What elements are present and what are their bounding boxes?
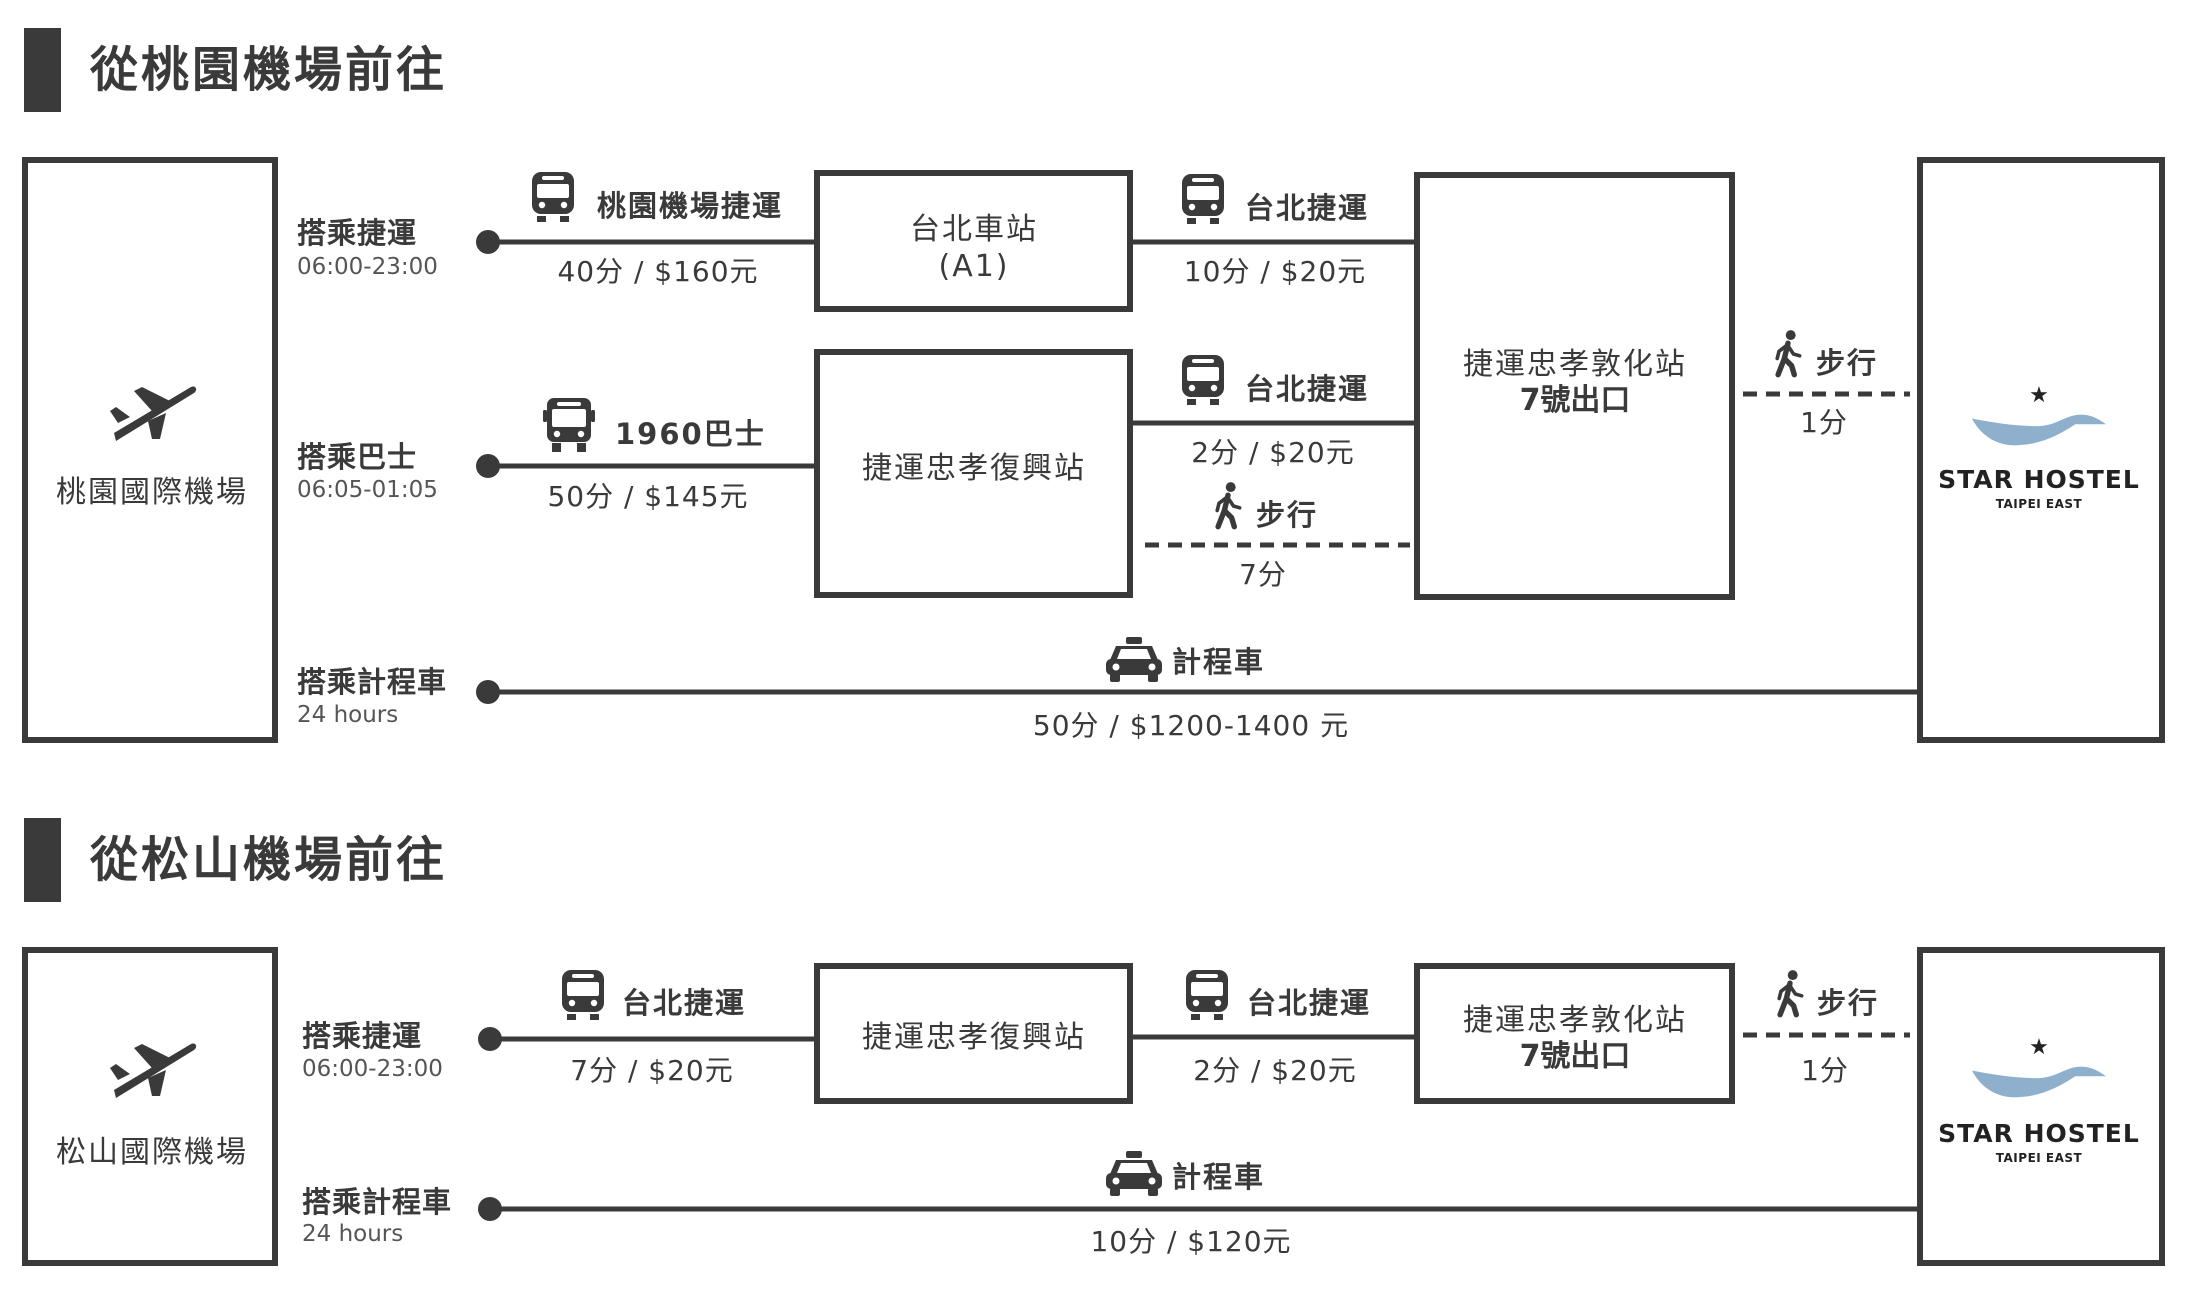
leg-cost: 10分 / $20元 [1184, 255, 1366, 288]
train-icon [1182, 355, 1224, 405]
station-name: 捷運忠孝復興站 [862, 451, 1086, 486]
leg-mode: 台北捷運 [1247, 986, 1371, 1020]
destination-logo-box: ★ STAR HOSTEL TAIPEI EAST [1917, 947, 2165, 1266]
section-taoyuan: 從桃園機場前往 桃園國際機場 搭乘捷運 06:00-23:00 搭乘巴士 06:… [22, 28, 2165, 743]
route-start-dot [476, 680, 500, 704]
section-title: 從松山機場前往 [89, 832, 447, 888]
route-hours: 24 hours [297, 702, 398, 728]
leg-cost: 2分 / $20元 [1191, 436, 1355, 469]
leg-cost: 1分 [1800, 406, 1848, 439]
leg-cost: 7分 [1239, 558, 1287, 591]
leg-mode: 台北捷運 [1245, 372, 1369, 406]
route-hours: 24 hours [302, 1221, 403, 1247]
section-marker [24, 28, 61, 112]
route-label: 搭乘計程車 [297, 665, 447, 699]
route-start-dot [476, 454, 500, 478]
walking-person-icon [1217, 482, 1240, 527]
walking-person-icon [1777, 330, 1800, 375]
walking-person-icon [1779, 970, 1802, 1015]
station-box: 台北車站 (A1) [814, 170, 1133, 312]
route-hours: 06:00-23:00 [297, 254, 438, 280]
taxi-icon [1106, 637, 1162, 682]
station-box: 捷運忠孝復興站 [814, 349, 1133, 598]
airplane-icon [110, 386, 197, 441]
train-icon [532, 172, 574, 222]
leg-mode: 台北捷運 [1245, 191, 1369, 225]
route-label: 搭乘捷運 [297, 216, 417, 250]
logo-name: STAR HOSTEL [1938, 465, 2140, 494]
taxi-icon [1106, 1151, 1162, 1196]
origin-box: 松山國際機場 [22, 947, 278, 1266]
logo-name: STAR HOSTEL [1938, 1119, 2140, 1148]
star-icon: ★ [2029, 1035, 2049, 1060]
section-marker [24, 818, 61, 902]
route-label: 搭乘巴士 [297, 440, 417, 474]
station-name: 捷運忠孝復興站 [862, 1020, 1086, 1055]
train-icon [1186, 970, 1228, 1020]
leg-cost: 50分 / $145元 [547, 480, 748, 513]
section-songshan: 從松山機場前往 松山國際機場 搭乘捷運 06:00-23:00 搭乘計程車 24… [22, 818, 2165, 1266]
station-name: 捷運忠孝敦化站 [1463, 347, 1687, 382]
leg-mode: 台北捷運 [622, 986, 746, 1020]
route-start-dot [478, 1027, 502, 1051]
star-icon: ★ [2029, 383, 2049, 408]
leg-mode: 1960巴士 [615, 417, 766, 451]
leg-mode: 計程車 [1172, 1160, 1265, 1194]
route-label: 搭乘捷運 [302, 1019, 422, 1053]
leg-mode: 步行 [1817, 986, 1879, 1020]
station-exit: 7號出口 [1520, 1039, 1631, 1074]
station-exit: 7號出口 [1520, 383, 1631, 418]
train-icon [1182, 174, 1224, 224]
route-start-dot [476, 230, 500, 254]
leg-cost: 1分 [1801, 1054, 1849, 1087]
route-hours: 06:00-23:00 [302, 1056, 443, 1082]
airplane-icon [110, 1043, 197, 1098]
leg-mode: 計程車 [1172, 645, 1265, 679]
leg-mode: 步行 [1816, 346, 1878, 380]
bus-icon [543, 398, 595, 452]
leg-cost: 50分 / $1200-1400 元 [1033, 709, 1349, 742]
section-title: 從桃園機場前往 [89, 42, 447, 98]
station-box: 捷運忠孝敦化站 7號出口 [1414, 963, 1735, 1104]
station-detail: (A1) [938, 249, 1009, 284]
route-start-dot [478, 1197, 502, 1221]
train-icon [562, 970, 604, 1020]
logo-subtitle: TAIPEI EAST [1996, 1151, 2083, 1165]
route-lines [488, 239, 1920, 695]
leg-cost: 7分 / $20元 [570, 1054, 734, 1087]
route-label: 搭乘計程車 [302, 1185, 452, 1219]
leg-cost: 10分 / $120元 [1090, 1225, 1291, 1258]
station-name: 台北車站 [910, 212, 1038, 247]
destination-logo-box: ★ STAR HOSTEL TAIPEI EAST [1917, 157, 2165, 743]
origin-box: 桃園國際機場 [22, 157, 278, 743]
station-box: 捷運忠孝復興站 [814, 963, 1133, 1104]
origin-name: 桃園國際機場 [56, 475, 248, 510]
origin-name: 松山國際機場 [56, 1135, 248, 1170]
route-hours: 06:05-01:05 [297, 477, 438, 503]
station-name: 捷運忠孝敦化站 [1463, 1003, 1687, 1038]
leg-cost: 2分 / $20元 [1193, 1054, 1357, 1087]
leg-cost: 40分 / $160元 [557, 255, 758, 288]
leg-mode: 步行 [1256, 498, 1318, 532]
station-box: 捷運忠孝敦化站 7號出口 [1414, 172, 1735, 600]
logo-subtitle: TAIPEI EAST [1996, 497, 2083, 511]
leg-mode: 桃園機場捷運 [597, 189, 783, 223]
route-lines [490, 1032, 1920, 1212]
